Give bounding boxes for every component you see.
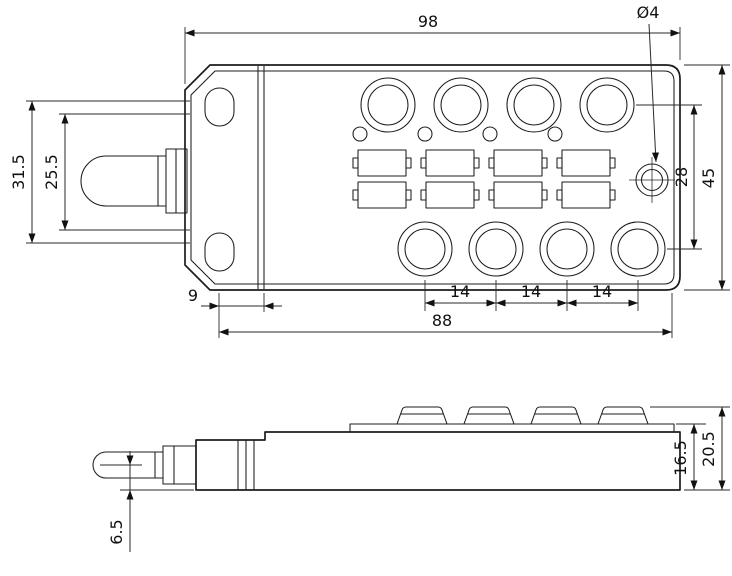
connector-bump: [396, 406, 448, 425]
connector-bumps: [396, 406, 649, 425]
label-plate: [488, 149, 548, 177]
dimension-side-total-height: 20.5: [650, 406, 730, 490]
port-outer: [433, 77, 489, 133]
label-plate: [420, 181, 480, 209]
dimension-overall-height: 45: [684, 64, 730, 291]
side-cable-gland: [162, 445, 197, 485]
body-outline: [184, 64, 681, 291]
mounting-slot-bottom: [204, 232, 235, 272]
indicator-hole: [417, 126, 433, 142]
dim-label-side-body-height: 16.5: [671, 440, 690, 476]
dimension-left-outer: 31.5: [9, 100, 190, 244]
dimension-port-pitches: 14 14 14: [424, 280, 639, 311]
dimension-cable-axis-offset: 6.5: [100, 451, 194, 552]
port-inner: [513, 84, 555, 126]
port-outer: [579, 77, 635, 133]
dim-label-overall-height: 45: [699, 168, 718, 188]
connector-bump: [463, 406, 515, 425]
indicator-hole: [352, 126, 368, 142]
label-plates: [352, 149, 616, 209]
label-plate: [352, 149, 412, 177]
dimension-port-row-spacing: 28: [636, 104, 702, 250]
indicator-hole: [482, 126, 498, 142]
side-body-outline: [195, 431, 681, 491]
indicator-holes: [352, 126, 563, 142]
connector-bump: [530, 406, 582, 425]
dimension-overall-width: 98: [184, 12, 681, 84]
indicator-hole: [547, 126, 563, 142]
port-outer: [539, 221, 595, 277]
cable: [80, 155, 166, 207]
dimension-slot-to-body: 9: [188, 286, 282, 338]
mounting-hole: [629, 157, 675, 203]
port-outer: [397, 221, 453, 277]
dimension-side-body-height: 16.5: [671, 423, 730, 491]
side-view: [92, 406, 681, 491]
body-inner-outline: [190, 70, 675, 285]
port-outer: [506, 77, 562, 133]
top-strip: [349, 423, 675, 432]
port-inner: [440, 84, 482, 126]
dim-label-cable-axis-offset: 6.5: [107, 519, 126, 544]
dim-label-port-row-spacing: 28: [672, 167, 691, 187]
dim-label-pitch-c: 14: [592, 282, 612, 301]
dimension-hole-diameter: Ø4: [637, 3, 660, 163]
label-plate: [488, 181, 548, 209]
port-inner: [586, 84, 628, 126]
label-plate: [556, 181, 616, 209]
port-outer: [360, 77, 416, 133]
port-row-top: [360, 77, 635, 133]
dim-label-hole-diameter: Ø4: [637, 3, 660, 22]
port-inner: [546, 228, 588, 270]
port-inner: [404, 228, 446, 270]
port-row-bottom: [397, 221, 666, 277]
side-cable: [92, 451, 163, 479]
dim-label-left-inner: 25.5: [42, 154, 61, 190]
mounting-slot-top: [204, 87, 235, 127]
dimension-left-inner: 25.5: [42, 113, 190, 231]
port-inner: [475, 228, 517, 270]
dimension-mounting-span: 88: [219, 293, 673, 338]
dim-label-pitch-a: 14: [450, 282, 470, 301]
dim-label-overall-width: 98: [418, 12, 438, 31]
label-plate: [352, 181, 412, 209]
dim-label-left-outer: 31.5: [9, 154, 28, 190]
port-outer: [610, 221, 666, 277]
connector-bump: [597, 406, 649, 425]
label-plate: [556, 149, 616, 177]
top-view: [80, 64, 681, 291]
port-inner: [367, 84, 409, 126]
dim-label-slot-to-body: 9: [188, 286, 198, 305]
port-outer: [468, 221, 524, 277]
port-inner: [617, 228, 659, 270]
dim-label-pitch-b: 14: [521, 282, 541, 301]
dim-label-mounting-span: 88: [432, 311, 452, 330]
dim-label-side-total-height: 20.5: [699, 431, 718, 467]
label-plate: [420, 149, 480, 177]
